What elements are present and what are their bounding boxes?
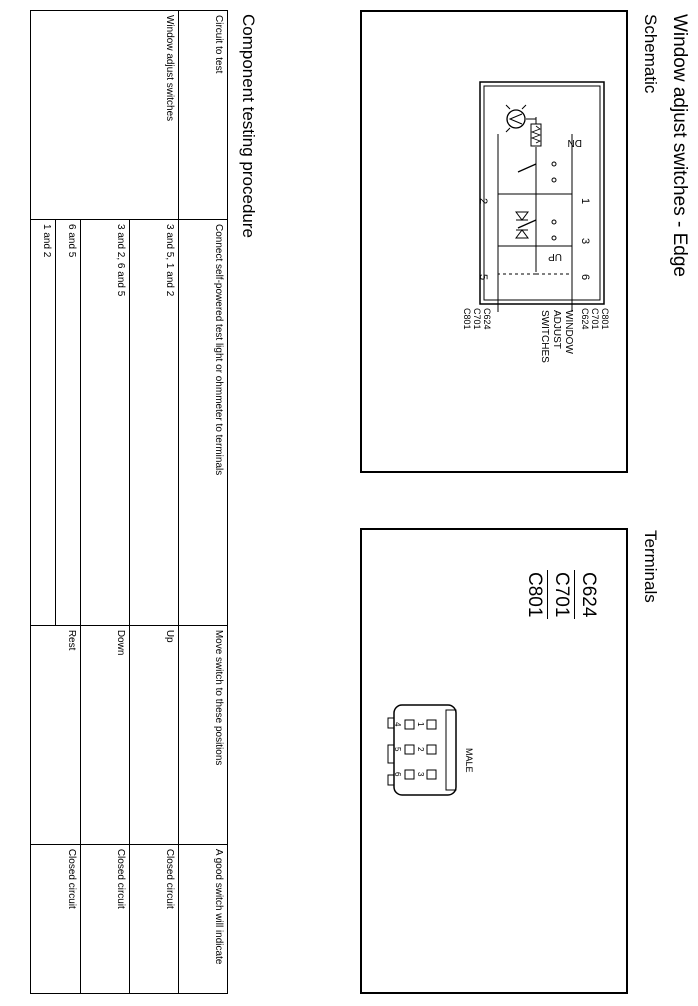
device-label: ADJUST [551, 310, 562, 349]
header-cell: Circuit to test [178, 10, 228, 220]
procedure-table: Circuit to test Connect self-powered tes… [30, 10, 228, 994]
device-label: SWITCHES [539, 310, 550, 363]
header-cell: Move switch to these positions [178, 625, 228, 845]
position-cell: Down [80, 625, 130, 845]
connector-type-label: MALE [464, 748, 474, 773]
pin-number: 3 [416, 772, 425, 777]
connector-label: C801 [600, 308, 610, 330]
pin-number: 4 [393, 722, 402, 727]
result-cell: Closed circuit [129, 844, 179, 994]
pin-number: 1 [416, 722, 425, 727]
pin-number: 2 [416, 747, 425, 752]
connector-label: C701 [590, 308, 600, 330]
table-row: Window adjust switches 3 and 5, 1 and 2 … [30, 10, 179, 994]
pin-label-6: 6 [579, 274, 591, 280]
header-cell: Connect self-powered test light or ohmme… [178, 219, 228, 626]
terminals-box: C624 C701 C801 1 2 3 4 5 6 MALE [360, 528, 628, 994]
terminals-cell: 1 and 2 [30, 219, 56, 626]
switch-label-dn: DN [568, 137, 582, 148]
connector-label: C624 [482, 308, 492, 330]
connector-label: C701 [472, 308, 482, 330]
terminals-cell: 3 and 5, 1 and 2 [129, 219, 179, 626]
device-label: WINDOW [563, 310, 574, 354]
terminals-heading: Terminals [641, 530, 660, 603]
header-cell: A good switch will indicate [178, 844, 228, 994]
schematic-box: DN UP 1 3 6 2 5 C801 C701 C624 C624 C701… [360, 10, 628, 473]
connector-label: C801 [462, 308, 472, 330]
terminals-cell: 3 and 2, 6 and 5 [80, 219, 130, 626]
connector-outline-icon [393, 704, 457, 796]
procedure-heading: Component testing procedure [239, 14, 258, 238]
result-cell: Closed circuit [30, 844, 81, 994]
schematic-diagram: DN UP 1 3 6 2 5 C801 C701 C624 C624 C701… [462, 81, 610, 363]
pin-label-1: 1 [579, 198, 591, 204]
lamp-icon [506, 109, 526, 129]
connector-label: C624 [580, 308, 590, 330]
circuit-cell: Window adjust switches [30, 10, 179, 220]
table-header-row: Circuit to test Connect self-powered tes… [178, 10, 228, 994]
pin-number: 6 [393, 772, 402, 777]
pin-label-3: 3 [579, 238, 591, 244]
position-cell: Rest [30, 625, 81, 845]
pin-label-5: 5 [477, 274, 489, 280]
position-cell: Up [129, 625, 179, 845]
connector-diagram: 1 2 3 4 5 6 MALE [387, 704, 474, 796]
schematic-heading: Schematic [641, 14, 660, 94]
pin-label-2: 2 [477, 198, 489, 204]
switch-label-up: UP [548, 251, 562, 262]
terminals-cell: 6 and 5 [55, 219, 81, 626]
pin-number: 5 [393, 747, 402, 752]
page-title: Window adjust switches - Edge [669, 14, 690, 277]
result-cell: Closed circuit [80, 844, 130, 994]
